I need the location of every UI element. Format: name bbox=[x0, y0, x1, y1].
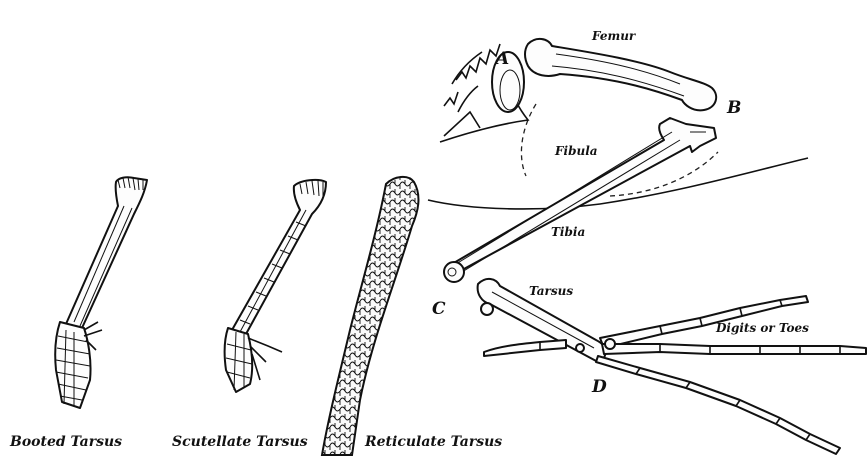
point-d-letter: D bbox=[591, 377, 607, 397]
point-a-letter: A bbox=[494, 49, 509, 69]
caption-reticulate-tarsus: Reticulate Tarsus bbox=[364, 434, 502, 450]
label-fibula: Fibula bbox=[554, 144, 598, 158]
reticulate-tarsus-drawing bbox=[322, 177, 418, 455]
caption-scutellate-tarsus: Scutellate Tarsus bbox=[172, 434, 308, 450]
main-leg-skeleton bbox=[428, 39, 866, 454]
pelvis-drawing bbox=[440, 44, 528, 142]
point-b-letter: B bbox=[726, 98, 741, 118]
caption-booted-tarsus: Booted Tarsus bbox=[9, 434, 122, 450]
label-femur: Femur bbox=[591, 29, 637, 43]
scutellate-tarsus-drawing bbox=[225, 180, 326, 392]
digits-drawing bbox=[576, 296, 866, 454]
booted-tarsus-drawing bbox=[55, 177, 147, 408]
point-c-letter: C bbox=[432, 299, 446, 319]
label-tibia: Tibia bbox=[551, 225, 585, 239]
label-tarsus: Tarsus bbox=[529, 284, 573, 298]
label-digits: Digits or Toes bbox=[715, 321, 809, 335]
